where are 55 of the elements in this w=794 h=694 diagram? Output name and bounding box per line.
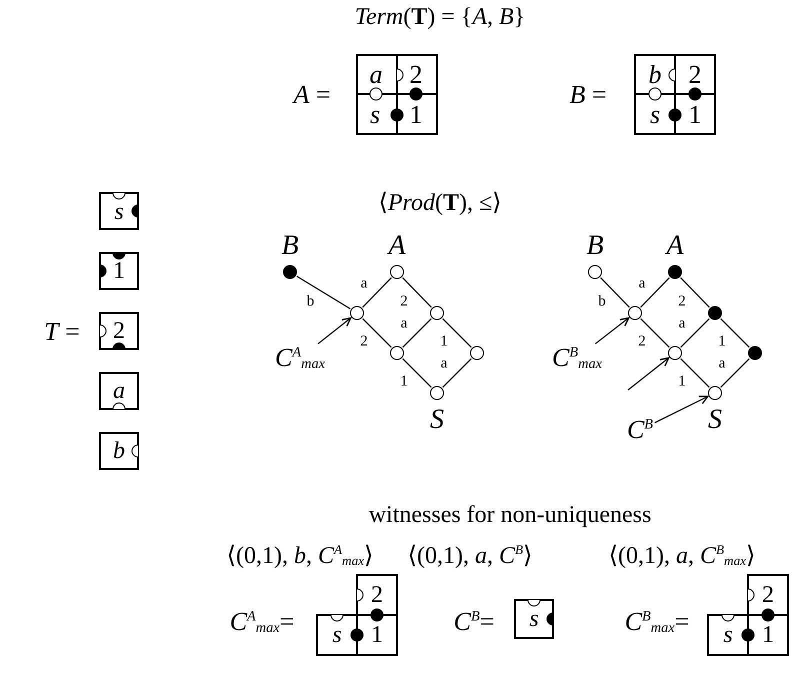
edge-label: b <box>597 294 607 309</box>
vertex-circle <box>668 265 682 279</box>
vertex-circle <box>668 346 682 360</box>
tile-symbol: 1 <box>688 102 702 128</box>
vertex-circle <box>748 346 762 360</box>
tile-symbol: 2 <box>688 62 702 88</box>
vertex-circle <box>628 306 642 320</box>
tile-symbol: 1 <box>371 623 383 647</box>
vertex-circle <box>283 265 297 279</box>
tile-symbol: a <box>113 379 125 403</box>
edge-label: b <box>306 294 316 309</box>
tile-symbol: s <box>370 102 380 128</box>
vertex-circle <box>708 306 722 320</box>
vertex-label: B <box>281 232 299 260</box>
vertex-circle <box>430 386 444 400</box>
node-label: C$^{B}$ <box>626 417 654 443</box>
vertex-label: S <box>708 406 722 434</box>
vertex-label: B <box>586 232 604 260</box>
equation-label: C$^{A}$$_{max}$= <box>230 609 294 635</box>
tile-symbol: s <box>650 102 660 128</box>
tile-symbol: s <box>723 623 733 647</box>
vertex-circle <box>708 386 722 400</box>
vertex-circle <box>350 306 364 320</box>
tile-symbol: 1 <box>762 623 774 647</box>
vertex-circle <box>390 265 404 279</box>
vertex-circle <box>430 306 444 320</box>
caption-text: witnesses for non-uniqueness <box>368 503 652 527</box>
vertex-label: A <box>388 232 406 260</box>
tile-symbol: b <box>113 439 125 463</box>
vertex-circle <box>588 265 602 279</box>
tile-symbol: s <box>114 200 124 224</box>
equation-label: B = <box>569 82 607 108</box>
tile-symbol: b <box>648 62 662 88</box>
tile-symbol: s <box>332 623 342 647</box>
tile-symbol: 2 <box>113 319 125 343</box>
vertex-label: S <box>430 406 444 434</box>
vertex-circle <box>470 346 484 360</box>
equation-label: C$^{B}$= <box>454 609 494 635</box>
vertex-circle <box>390 346 404 360</box>
formula: ⟨Prod(T), ≤⟩ <box>378 191 502 215</box>
witness-tuple: ⟨(0,1), a, C$^{B}$⟩ <box>408 544 532 568</box>
formula: Term(T) = {A, B} <box>354 5 526 29</box>
tile-symbol: 1 <box>410 102 422 128</box>
equation-label: A = <box>293 82 331 108</box>
witness-tuple: ⟨(0,1), a, C$^{B}$$_{max}$⟩ <box>608 544 756 568</box>
tile-symbol: 2 <box>371 583 383 607</box>
tile-symbol: 2 <box>410 62 422 88</box>
tile-symbol: 1 <box>113 259 125 283</box>
tile-symbol: a <box>370 62 382 88</box>
equation-label: C$^{B}$$_{max}$= <box>624 609 690 635</box>
tile-symbol: 2 <box>762 583 774 607</box>
vertex-label: A <box>666 232 684 260</box>
tile-symbol: s <box>529 607 539 631</box>
witness-tuple: ⟨(0,1), b, C$^{A}$$_{max}$⟩ <box>226 544 374 568</box>
equation-label: T = <box>44 319 80 345</box>
